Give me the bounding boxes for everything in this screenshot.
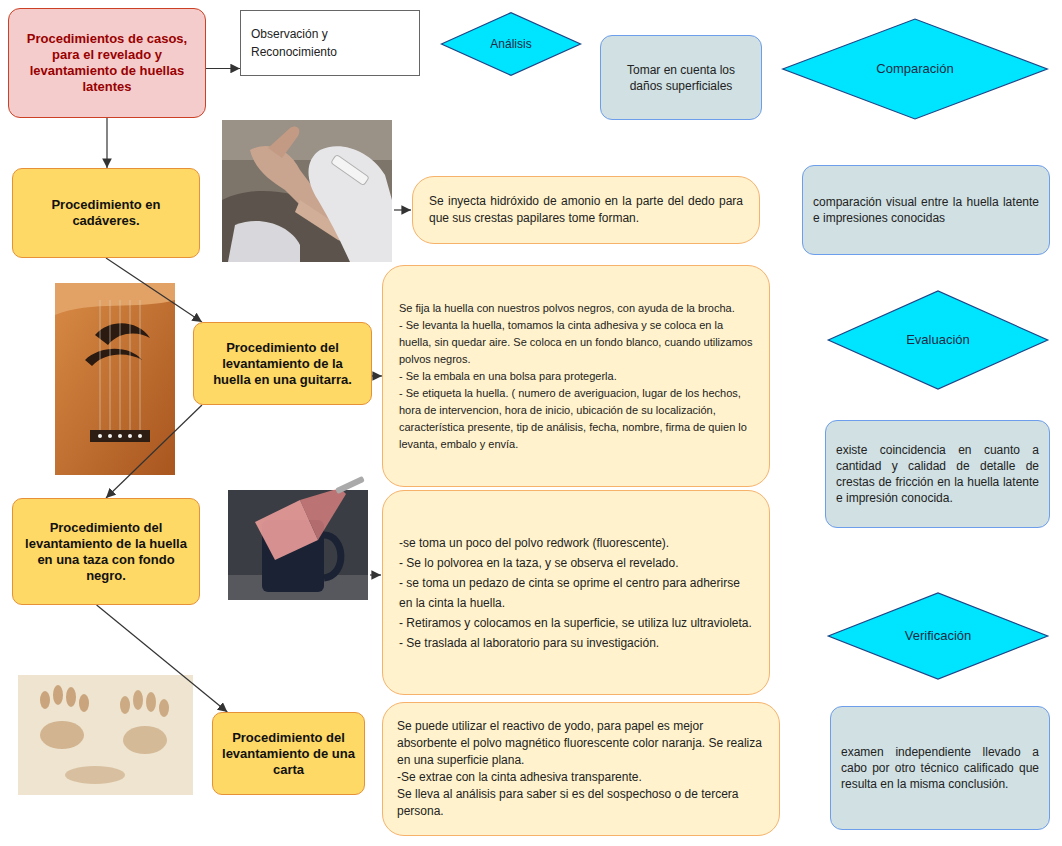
process-box: Procedimiento del levantamiento de la hu… (12, 498, 200, 605)
illustration-shape (130, 300, 131, 430)
node-text: -se toma un poco del polvo redwork (fluo… (399, 533, 753, 553)
node-text: Verificación (876, 628, 1000, 644)
process-box: Procedimiento del levantamiento de la hu… (193, 322, 372, 405)
connector-arrow (372, 375, 382, 376)
node-text: Se fija la huella con nuestros polvos ne… (399, 300, 753, 317)
cadaver-photo (222, 120, 392, 262)
node-text: Comparación (840, 61, 990, 77)
node-text: - Se la embala en una bolsa para protege… (399, 368, 753, 385)
guitar-photo (55, 283, 175, 475)
decision-diamond: Evaluación (826, 290, 1050, 390)
illustration-shape (222, 120, 392, 160)
node-text: Procedimiento en cadáveres. (21, 197, 191, 229)
node-text: - Se lo polvorea en la taza, y se observ… (399, 553, 753, 573)
node-text: - Se etiqueta la huella. ( numero de ave… (399, 385, 753, 453)
illustration-shape (40, 721, 84, 749)
illustration-shape (222, 120, 392, 262)
illustration-shape (40, 691, 50, 709)
mug-photo (228, 476, 368, 600)
illustration-shape (128, 434, 132, 438)
node-text: examen independiente llevado a cabo por … (841, 744, 1039, 792)
leader-arrow (394, 209, 411, 210)
node-text: Procedimientos de casos, para el revelad… (19, 31, 195, 95)
node-text: Procedimiento del levantamiento de una c… (219, 730, 358, 778)
connector-arrow (106, 405, 202, 498)
illustration-shape (100, 300, 101, 430)
illustration-shape (300, 488, 346, 540)
node-text: Procedimiento del levantamiento de la hu… (21, 520, 191, 584)
process-box: Procedimiento del levantamiento de una c… (212, 712, 365, 795)
illustration-shape (98, 434, 102, 438)
illustration-shape (66, 687, 76, 707)
node-text: Observación y Reconocimiento (251, 25, 369, 61)
illustration-shape (308, 146, 392, 262)
illustration-shape (123, 726, 167, 754)
connector-arrow (97, 605, 228, 712)
illustration-shape (90, 430, 150, 442)
illustration-shape (95, 323, 150, 345)
criteria-box: examen independiente llevado a cabo por … (830, 706, 1050, 830)
decision-diamond: Análisis (440, 12, 582, 76)
illustration-shape (228, 221, 300, 262)
illustration-shape (268, 126, 299, 158)
description-box: Se inyecta hidróxido de amonio en la par… (412, 176, 760, 244)
diamond-shape (441, 13, 580, 76)
criteria-box: existe coincidencia en cuanto a cantidad… (825, 420, 1050, 528)
description-box: Se fija la huella con nuestros polvos ne… (382, 265, 770, 487)
connector-arrow (106, 118, 107, 168)
note-box: Tomar en cuenta los daños superficiales (600, 35, 762, 120)
process-box: Procedimiento en cadáveres. (12, 168, 200, 258)
illustration-shape (110, 300, 111, 430)
node-text: - Se levanta la huella, tomamos la cinta… (399, 317, 753, 368)
step-box: Observación y Reconocimiento (240, 10, 420, 76)
node-text: comparación visual entre la huella laten… (813, 194, 1039, 226)
illustration-shape (118, 434, 122, 438)
illustration-shape (55, 283, 175, 475)
leader-arrow (370, 574, 381, 575)
decision-diamond: Verificación (826, 592, 1050, 680)
illustration-shape (324, 535, 341, 578)
description-box: Se puede utilizar el reactivo de yodo, p… (382, 702, 780, 836)
diamond-shape (828, 291, 1048, 389)
illustration-shape (120, 300, 121, 430)
node-text: - se toma un pedazo de cinta se oprime e… (399, 573, 753, 613)
illustration-shape (140, 300, 141, 430)
node-text: -Se extrae con la cinta adhesiva transpa… (397, 769, 765, 786)
illustration-shape (85, 349, 142, 366)
illustration-shape (53, 685, 63, 705)
illustration-shape (159, 699, 169, 717)
description-box: -se toma un poco del polvo redwork (fluo… (382, 490, 770, 695)
criteria-box: comparación visual entre la huella laten… (802, 165, 1050, 255)
node-text: Se lleva al análisis para saber si es de… (397, 786, 765, 820)
illustration-shape (138, 434, 142, 438)
diamond-shape (783, 19, 1048, 119)
connector-arrow (206, 68, 240, 69)
node-text: - Retiramos y colocamos en la superficie… (399, 613, 753, 633)
illustration-shape (228, 490, 368, 600)
illustration-shape (331, 154, 370, 185)
connector-arrow (106, 258, 202, 322)
node-text: Análisis (470, 37, 552, 52)
node-text: Se inyecta hidróxido de amonio en la par… (429, 193, 743, 227)
illustration-shape (65, 766, 125, 784)
illustration-shape (55, 283, 175, 315)
node-text: Evaluación (876, 332, 1000, 348)
illustration-shape (133, 690, 143, 710)
decision-diamond: Comparación (780, 18, 1050, 120)
illustration-shape (18, 675, 193, 795)
node-text: Se puede utilizar el reactivo de yodo, p… (397, 718, 765, 769)
illustration-shape (335, 476, 365, 494)
node-text: - Se traslada al laboratorio para su inv… (399, 633, 753, 653)
illustration-shape (120, 696, 130, 714)
node-text: existe coincidencia en cuanto a cantidad… (836, 442, 1039, 506)
illustration-shape (108, 434, 112, 438)
diamond-shape (828, 593, 1048, 679)
letter-photo (18, 675, 193, 795)
title-box: Procedimientos de casos, para el revelad… (8, 8, 206, 118)
illustration-shape (79, 694, 89, 712)
node-text: Tomar en cuenta los daños superficiales (613, 62, 749, 94)
illustration-shape (146, 692, 156, 712)
node-text: Procedimiento del levantamiento de la hu… (202, 340, 363, 388)
